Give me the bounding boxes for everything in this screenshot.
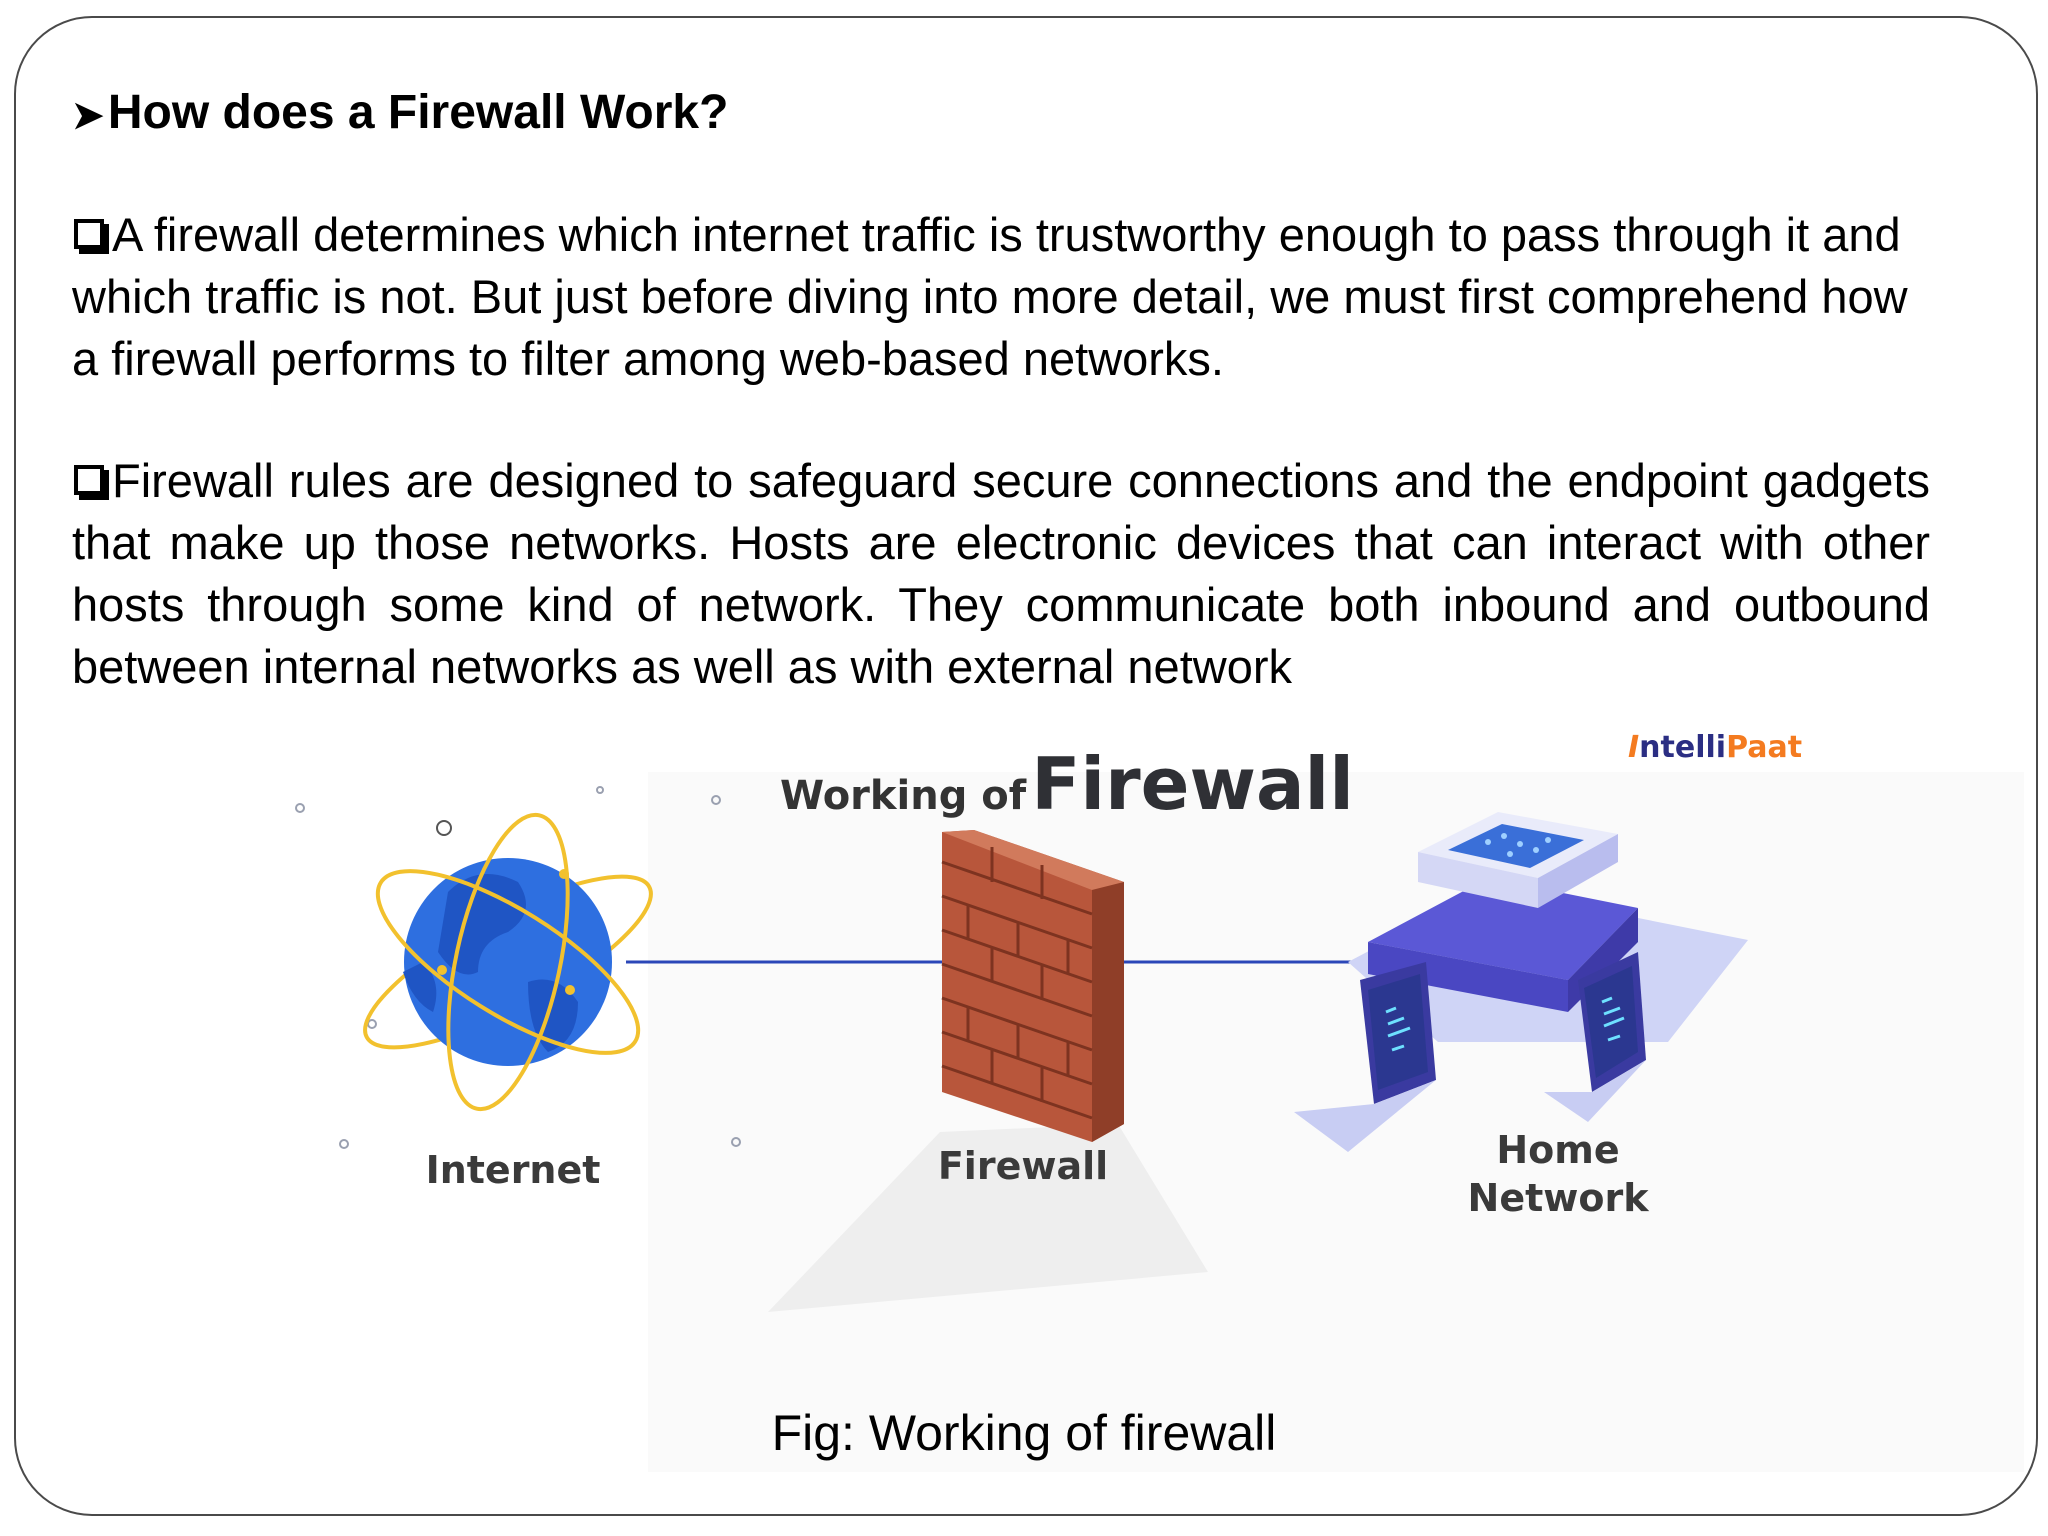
slide-heading: ➤How does a Firewall Work? (72, 84, 728, 145)
paragraph-2-text: Firewall rules are designed to safeguard… (72, 454, 1930, 693)
label-internet: Internet (425, 1148, 601, 1192)
paragraph-1: A firewall determines which internet tra… (72, 204, 1930, 390)
heading-text: How does a Firewall Work? (107, 86, 729, 139)
figure-title-big: Firewall (1031, 742, 1354, 826)
laptop-icon (1294, 952, 1646, 1152)
square-bullet-icon (74, 219, 104, 249)
brand-part1: ntelli (1639, 730, 1727, 765)
paragraph-1-text: A firewall determines which internet tra… (72, 208, 1908, 385)
server-icon (1348, 812, 1748, 1042)
figure-graphic (295, 772, 2024, 1472)
square-bullet-icon (74, 465, 104, 495)
figure-title: Working of Firewall (780, 742, 1354, 826)
brand-part2: Paat (1726, 730, 1803, 765)
label-firewall: Firewall (937, 1144, 1109, 1188)
label-home-line1: Home (1496, 1128, 1620, 1172)
brick-wall-icon (768, 830, 1208, 1312)
decor-ring (436, 820, 452, 836)
figure-caption: Fig: Working of firewall (771, 1405, 1277, 1461)
globe-icon (363, 812, 653, 1112)
firewall-figure: Working of Firewall IntelliPaat Internet… (248, 712, 2024, 1472)
brand-initial: I (1628, 730, 1640, 765)
label-home-line2: Network (1467, 1176, 1649, 1220)
intellipaat-logo: IntelliPaat (1628, 730, 1802, 765)
arrow-bullet-icon: ➤ (72, 95, 104, 137)
figure-title-small: Working of (780, 773, 1027, 819)
paragraph-2: Firewall rules are designed to safeguard… (72, 450, 1930, 698)
label-home-network: Home Network (1428, 1126, 1688, 1222)
